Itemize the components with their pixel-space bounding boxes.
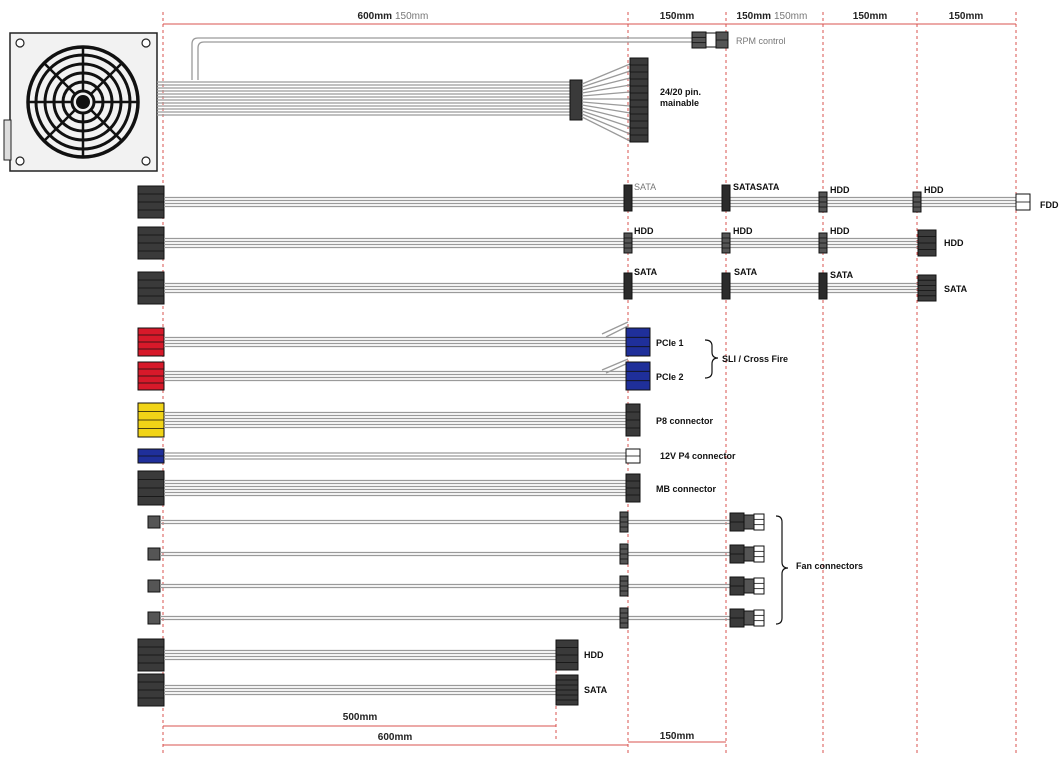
fan-hub-icon: [76, 95, 90, 109]
hdd-label: HDD: [830, 226, 850, 236]
p8-connector-label: P8 connector: [656, 416, 714, 426]
dimension-label: 150mm: [660, 731, 695, 742]
cable-wire: [581, 110, 631, 128]
pcie1-connector: [625, 327, 651, 357]
fan-connector-mid: [743, 610, 755, 626]
cable-wire: [191, 37, 692, 80]
fan-connector-end: [753, 513, 765, 531]
atx-24-20-pin-label: 24/20 pin.: [660, 87, 701, 97]
hdd-label: HDD: [634, 226, 654, 236]
dimension-label: 150mm: [949, 11, 984, 22]
fan-grill-spoke: [43, 62, 77, 96]
dimension-label: 500mm: [343, 712, 378, 723]
atx-mainable-label: mainable: [660, 98, 699, 108]
fdd-label: FDD: [1040, 200, 1059, 210]
pcie1-label: PCIe 1: [656, 338, 684, 348]
cable-wire: [197, 41, 692, 80]
hdd-label: HDD: [830, 185, 850, 195]
fan-grill-spoke: [89, 62, 123, 96]
sata-inline-connector: [721, 272, 731, 300]
cable-wire: [581, 101, 631, 107]
fan-connector-mid: [743, 578, 755, 594]
fan-psu-plug: [147, 579, 161, 593]
sata-inline-connector: [623, 184, 633, 212]
hdd-label: HDD: [924, 185, 944, 195]
fan-psu-plug: [147, 547, 161, 561]
sata-label: SATASATA: [733, 182, 780, 192]
dimension-label: 150mm: [395, 11, 428, 22]
fan-connector-end: [753, 609, 765, 627]
fan-connector-mid: [743, 546, 755, 562]
fan-brace: [775, 515, 789, 625]
pcie2-connector: [625, 361, 651, 391]
fan-psu-plug: [147, 611, 161, 625]
rpm-connector-cap: [705, 32, 717, 48]
atx-sleeve: [569, 79, 583, 121]
dimension-label: 150mm: [774, 11, 807, 22]
sata-inline-connector: [818, 272, 828, 300]
cables: [137, 31, 1031, 707]
cable-wire: [581, 63, 631, 85]
rpm-connector: [691, 31, 707, 49]
sli-brace: [704, 339, 719, 379]
sata-label: SATA: [734, 267, 758, 277]
dimension-label: 600mm: [378, 732, 413, 743]
psu-switch: [3, 119, 12, 161]
sata-label: SATA: [634, 182, 656, 192]
dimension-label: 150mm: [660, 11, 695, 22]
sata-label: SATA: [584, 685, 608, 695]
cable-wire: [581, 104, 631, 114]
mb-connector-label: MB connector: [656, 484, 717, 494]
fan-connectors-label: Fan connectors: [796, 561, 863, 571]
screw-icon: [141, 156, 151, 166]
fan-connector-end: [753, 577, 765, 595]
cable-wire: [605, 325, 629, 338]
cable-wire: [581, 77, 631, 91]
sli-crossfire-label: SLI / Cross Fire: [722, 354, 788, 364]
fan-connector-end: [753, 545, 765, 563]
sata-label: SATA: [944, 284, 968, 294]
screw-icon: [141, 38, 151, 48]
sata-inline-connector: [721, 184, 731, 212]
rpm-control-label: RPM control: [736, 36, 786, 46]
cable-wire: [581, 116, 631, 142]
fan-grill-spoke: [89, 108, 123, 142]
hdd-label: HDD: [733, 226, 753, 236]
cable-wire: [601, 321, 629, 335]
psu-unit: [3, 32, 158, 172]
cable-wire: [581, 70, 631, 88]
pcie2-label: PCIe 2: [656, 372, 684, 382]
cable-wire: [601, 358, 629, 371]
cable-wire: [581, 113, 631, 135]
cable-wire: [581, 91, 631, 97]
sata-label: SATA: [830, 270, 854, 280]
fan-connector-mid: [743, 514, 755, 530]
sata-label: SATA: [634, 267, 658, 277]
fan-grill-spoke: [43, 108, 77, 142]
sata-connector: [917, 274, 937, 302]
hdd-label: HDD: [584, 650, 604, 660]
cable-wire: [605, 362, 629, 374]
hdd-label: HDD: [944, 238, 964, 248]
dimension-label: 150mm: [853, 11, 888, 22]
screw-icon: [15, 156, 25, 166]
cable-wire: [581, 84, 631, 94]
screw-icon: [15, 38, 25, 48]
cable-wire: [581, 107, 631, 121]
sata-inline-connector: [623, 272, 633, 300]
p4-connector-label: 12V P4 connector: [660, 451, 736, 461]
dimension-label: 600mm: [358, 11, 393, 22]
dimension-label: 150mm: [737, 11, 772, 22]
fan-psu-plug: [147, 515, 161, 529]
